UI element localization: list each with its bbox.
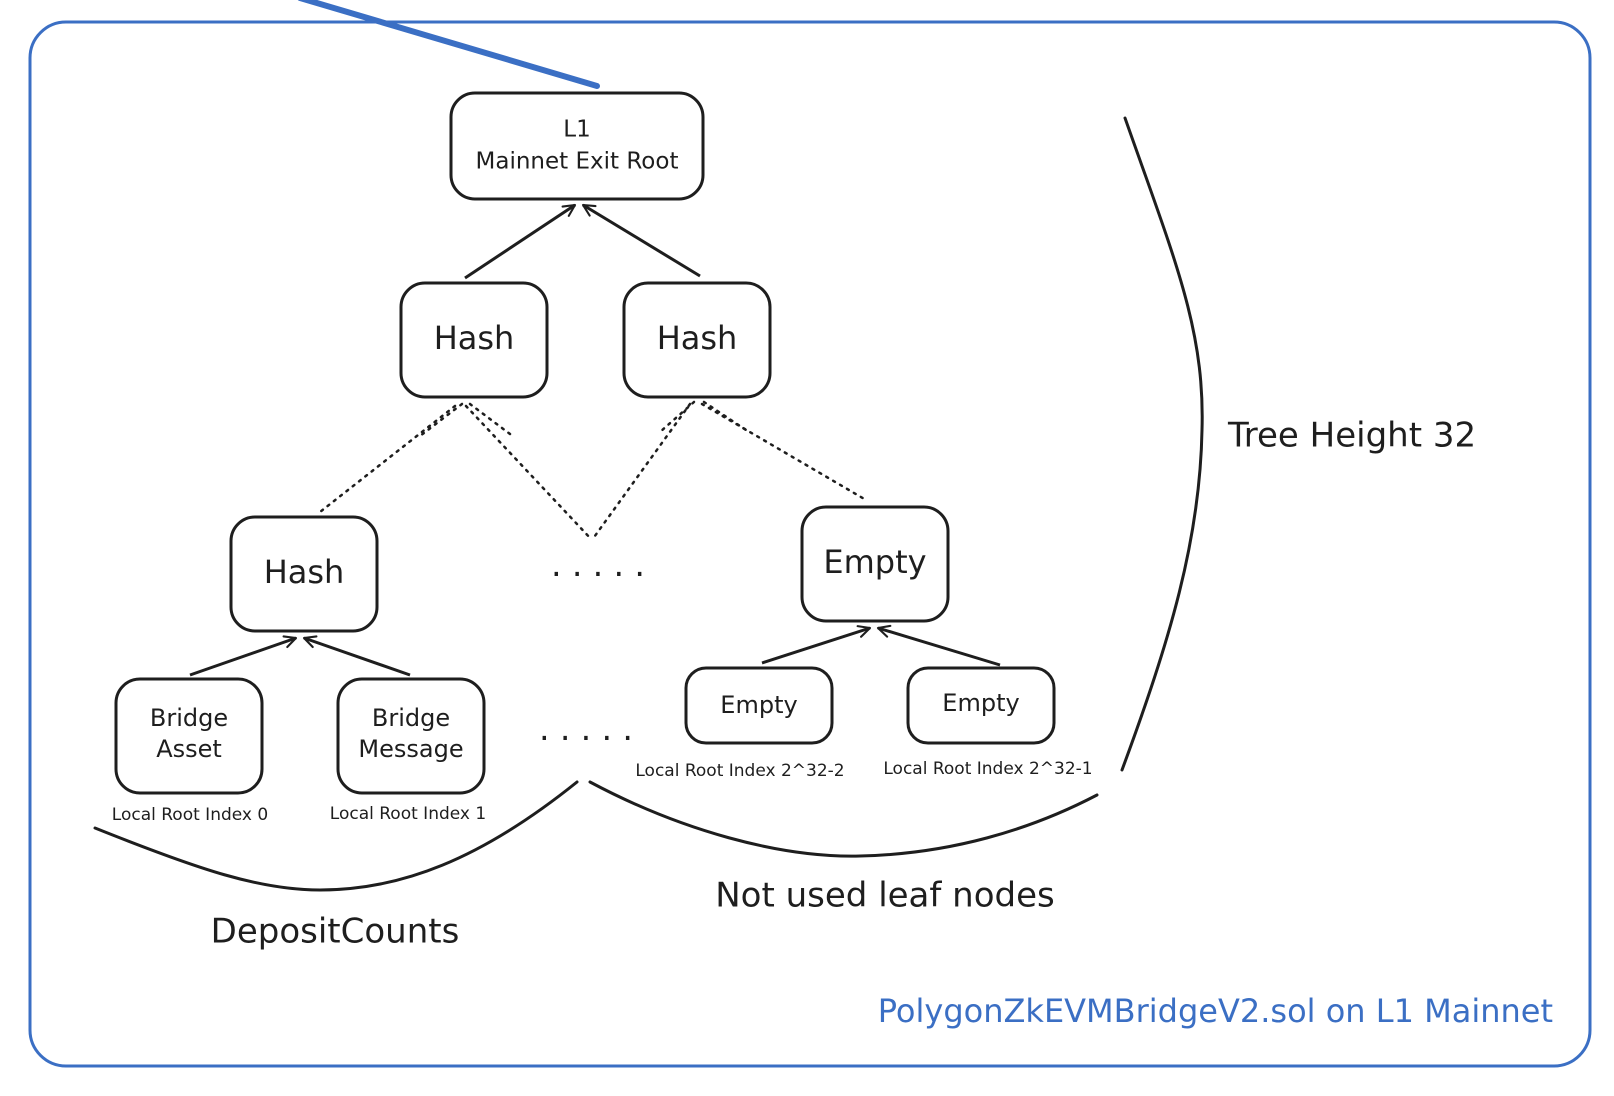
leaf-bridge-message-line2: Message [358, 735, 463, 763]
hash-node-right: Hash [622, 281, 772, 399]
dotted-edge-hashright-fan-b [702, 400, 748, 432]
edge-hash-right-to-root [581, 203, 701, 278]
label-local-root-index-2-32-1: Local Root Index 2^32-1 [883, 759, 1092, 779]
tree-height-brace [1120, 116, 1204, 772]
deposit-counts-brace [93, 780, 579, 892]
hash-node-left-label: Hash [434, 319, 515, 357]
leaf-empty-2: Empty [906, 666, 1056, 745]
hash-node-lower: Hash [229, 515, 379, 633]
middle-ellipsis: ..... [548, 550, 652, 583]
leaf-bridge-message-line1: Bridge [372, 704, 450, 732]
dotted-edge-hashleft-to-middle [464, 404, 594, 542]
root-node: L1 Mainnet Exit Root [449, 91, 705, 201]
not-used-brace [588, 780, 1099, 858]
edge-hash-left-to-root [464, 203, 577, 280]
dotted-edge-hashright-fan-a [658, 400, 696, 434]
edge-empty2-to-empty [876, 624, 1001, 667]
edge-empty1-to-empty [761, 625, 872, 665]
leaf-empty-1-label: Empty [720, 691, 797, 719]
root-node-line1: L1 [563, 117, 590, 143]
leaf-bridge-asset: Bridge Asset [114, 677, 264, 795]
dotted-edge-hashright-to-middle [590, 402, 692, 542]
deposit-counts-label: DepositCounts [211, 912, 460, 952]
leaf-ellipsis: ..... [536, 714, 640, 747]
leaf-bridge-asset-line2: Asset [156, 735, 222, 763]
leaf-empty-1: Empty [684, 666, 834, 745]
leaf-empty-2-label: Empty [942, 689, 1019, 717]
edge-bridge-asset-to-hash [189, 635, 298, 677]
label-local-root-index-2-32-2: Local Root Index 2^32-2 [635, 761, 844, 781]
hash-node-left: Hash [399, 281, 549, 399]
dotted-edge-hashleft-to-hashlower [318, 404, 457, 514]
incoming-connector-line [297, 0, 600, 89]
empty-node-lower-label: Empty [823, 543, 926, 581]
not-used-label: Not used leaf nodes [715, 876, 1055, 916]
dotted-edge-hashright-to-empty [700, 402, 868, 502]
dotted-edge-hashleft-fan-a [418, 402, 464, 438]
contract-label: PolygonZkEVMBridgeV2.sol on L1 Mainnet [878, 992, 1553, 1030]
label-local-root-index-1: Local Root Index 1 [330, 804, 486, 824]
leaf-bridge-message: Bridge Message [336, 677, 486, 795]
root-node-line2: Mainnet Exit Root [476, 149, 679, 175]
leaf-bridge-asset-line1: Bridge [150, 704, 228, 732]
hash-node-lower-label: Hash [264, 553, 345, 591]
label-local-root-index-0: Local Root Index 0 [112, 805, 268, 825]
frame-border [28, 20, 1592, 1068]
dotted-edge-hashleft-fan-b [468, 402, 512, 436]
edge-bridge-message-to-hash [302, 635, 411, 677]
empty-node-lower: Empty [800, 505, 950, 623]
hash-node-right-label: Hash [657, 319, 738, 357]
tree-height-label: Tree Height 32 [1227, 416, 1476, 456]
